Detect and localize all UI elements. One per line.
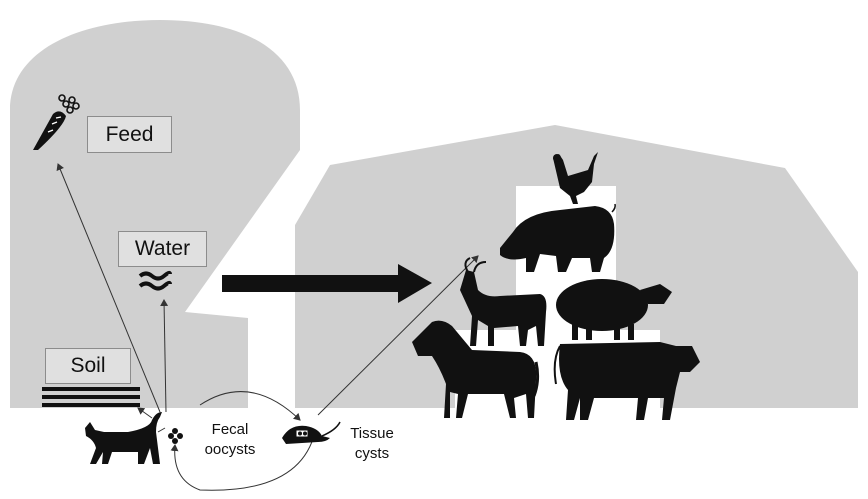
fecal-oocysts-label: Fecal oocysts xyxy=(190,420,270,460)
arrow-to-soil xyxy=(138,408,152,418)
feed-label: Feed xyxy=(87,116,172,153)
water-label: Water xyxy=(118,231,207,267)
soil-label: Soil xyxy=(45,348,131,384)
tissue-label-line1: Tissue xyxy=(336,424,408,444)
mouse-icon xyxy=(282,422,340,444)
fecal-label-line2: oocysts xyxy=(190,440,270,460)
fecal-label-line1: Fecal xyxy=(190,420,270,440)
oocysts-icon xyxy=(168,428,183,444)
cat-icon xyxy=(85,412,162,464)
soil-layers-icon xyxy=(42,387,140,407)
arrow-cat xyxy=(158,428,165,432)
tissue-cysts-label: Tissue cysts xyxy=(336,424,408,464)
tissue-label-line2: cysts xyxy=(336,444,408,464)
